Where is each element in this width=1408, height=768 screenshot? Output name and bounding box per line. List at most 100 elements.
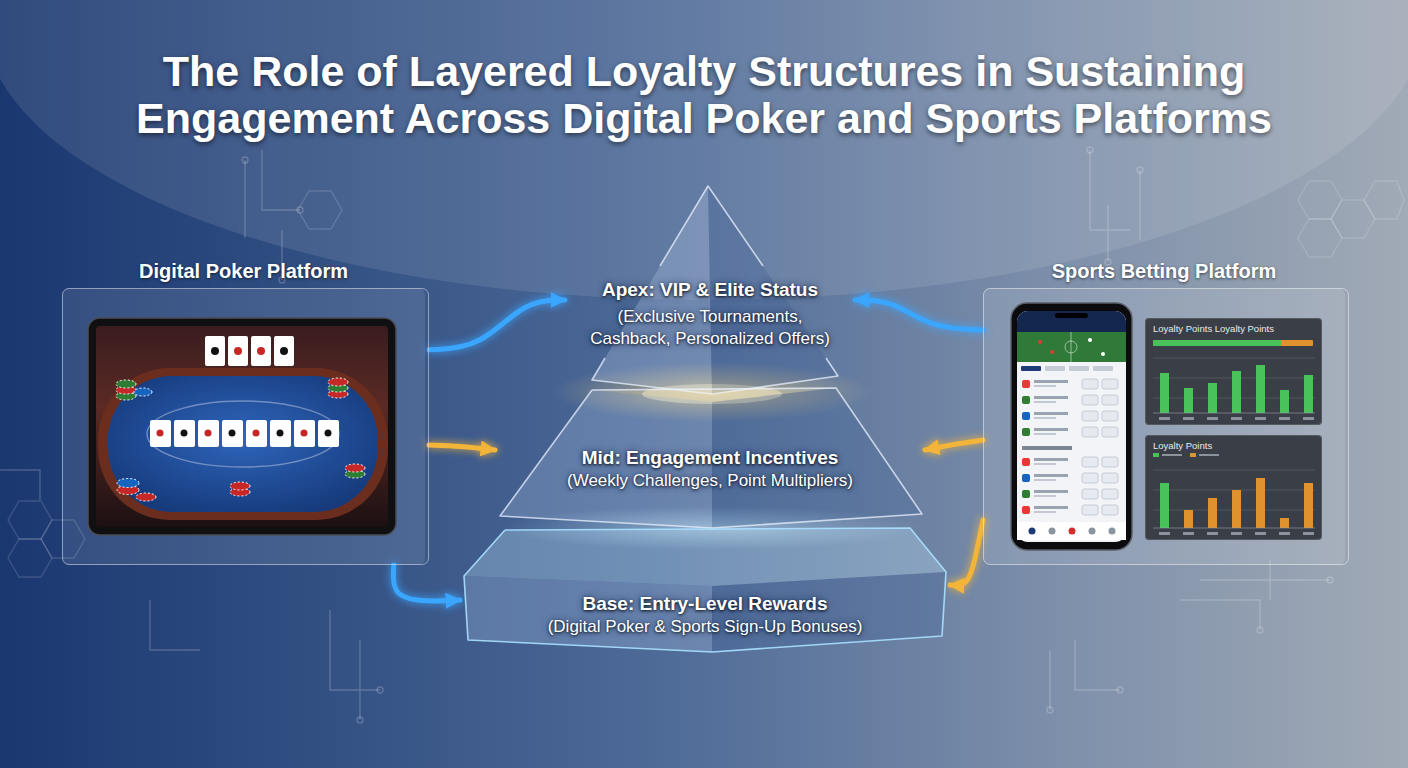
phone-list-row xyxy=(1022,458,1030,466)
panel-heading: Digital Poker Platform xyxy=(62,259,425,283)
flow-arrow xyxy=(429,445,495,450)
phone-illustration xyxy=(1049,528,1056,535)
phone-list-row xyxy=(1082,473,1098,483)
phone-list-row xyxy=(1082,457,1098,467)
playing-card xyxy=(222,420,243,447)
phone-illustration xyxy=(1071,332,1072,362)
poker-tablet xyxy=(98,368,388,520)
phone-illustration xyxy=(1069,366,1089,371)
phone-illustration xyxy=(1055,313,1088,318)
phone-list-row xyxy=(1022,490,1030,498)
hexagon-pattern xyxy=(1298,219,1342,257)
bar-chart xyxy=(1153,453,1159,457)
phone-list-row xyxy=(1034,479,1056,481)
panel-frame xyxy=(62,288,429,565)
playing-card xyxy=(246,420,267,447)
text-slot: Mid: Engagement Incentives xyxy=(535,446,885,469)
bar-chart xyxy=(1279,532,1290,535)
bar-chart xyxy=(1160,373,1169,413)
tier-heading: Mid: Engagement Incentives xyxy=(535,446,885,469)
bar-chart xyxy=(1153,528,1315,529)
bar-chart xyxy=(1159,532,1170,535)
tier-heading: Apex: VIP & Elite Status xyxy=(577,278,843,301)
phone-list-row xyxy=(1082,411,1098,421)
circuit-lines xyxy=(242,157,248,163)
hexagon-pattern xyxy=(1331,200,1375,238)
tier-outline xyxy=(660,186,763,266)
phone-list-row xyxy=(1034,458,1068,461)
flow-arrow xyxy=(393,565,460,601)
phone-list-row xyxy=(1034,506,1068,509)
panel-heading: Sports Betting Platform xyxy=(983,259,1345,283)
phone-list-row xyxy=(1034,474,1068,477)
poker-tablet xyxy=(88,318,396,535)
circuit-lines xyxy=(1047,707,1053,713)
phone-illustration xyxy=(1017,522,1126,540)
phone-list-row xyxy=(1082,505,1098,515)
text-slot: Loyalty Points xyxy=(1153,440,1318,452)
tier-heading: Base: Entry-Level Rewards xyxy=(505,592,905,615)
pyramid-tier: Base: Entry-Level Rewards(Digital Poker … xyxy=(460,524,950,656)
chip-stack xyxy=(328,378,348,386)
poker-tablet xyxy=(96,326,388,527)
circuit-lines xyxy=(357,717,363,723)
chart-card: Loyalty Points xyxy=(1145,435,1322,540)
playing-card xyxy=(280,347,288,355)
phone-list-row xyxy=(1102,427,1118,437)
circuit-lines xyxy=(1117,687,1123,693)
bar-chart xyxy=(1199,454,1219,456)
bar-chart xyxy=(1184,510,1193,528)
playing-card xyxy=(274,336,294,366)
playing-card xyxy=(257,347,265,355)
text-slot: Apex: VIP & Elite Status xyxy=(577,278,843,301)
circuit-lines xyxy=(1090,150,1140,262)
hexagon-pattern xyxy=(298,191,342,229)
playing-card xyxy=(228,336,248,366)
bar-chart xyxy=(1153,453,1219,457)
playing-card xyxy=(205,430,212,437)
phone-list-row xyxy=(1022,506,1030,514)
phone-list-row xyxy=(1034,490,1068,493)
bar-chart xyxy=(1162,454,1182,456)
bar-chart xyxy=(1231,532,1242,535)
chip-stack xyxy=(230,482,250,490)
phone-list-row xyxy=(1034,433,1056,435)
pyramid-tier: Mid: Engagement Incentives(Weekly Challe… xyxy=(495,384,925,532)
bar-chart xyxy=(1184,388,1193,413)
text-slot: (Weekly Challenges, Point Multipliers) xyxy=(515,470,905,492)
panel-ground xyxy=(983,288,1345,565)
bar-chart xyxy=(1145,435,1322,540)
text-slot: Sports Betting Platform xyxy=(983,259,1345,283)
circuit-lines xyxy=(1050,640,1120,710)
phone-list-row xyxy=(1034,385,1056,387)
tier-outline xyxy=(464,528,946,652)
poker-tablet xyxy=(147,401,339,467)
text-slot: (Digital Poker & Sports Sign-Up Bonuses) xyxy=(485,616,925,638)
phone-list-row xyxy=(1102,489,1118,499)
phone-illustration xyxy=(1038,340,1042,344)
chart-card: Loyalty Points Loyalty Points xyxy=(1145,318,1322,425)
hexagon-pattern xyxy=(8,539,52,577)
bar-chart xyxy=(1153,470,1315,471)
chart-title: Loyalty Points xyxy=(1153,440,1318,452)
bar-chart xyxy=(1153,340,1281,346)
phone-illustration xyxy=(1017,311,1126,542)
circuit-lines xyxy=(1087,147,1093,153)
playing-card xyxy=(318,420,339,447)
phone-list-row xyxy=(1022,474,1030,482)
diagram-title: The Role of Layered Loyalty Structures i… xyxy=(34,48,1374,143)
playing-card xyxy=(157,430,164,437)
panel-ground xyxy=(62,288,1345,565)
playing-card xyxy=(181,430,188,437)
phone-list-row xyxy=(1034,417,1056,419)
pyramid-tier: Apex: VIP & Elite Status (Exclusive Tourn… xyxy=(565,182,855,398)
text-slot: (Exclusive Tournaments, Cashback, Person… xyxy=(577,306,843,350)
phone-illustration xyxy=(1069,528,1076,535)
bar-chart xyxy=(1256,478,1265,528)
flow-arrow xyxy=(950,520,983,585)
chip-stack xyxy=(117,479,139,488)
chip-stack xyxy=(116,380,136,388)
bar-chart xyxy=(1190,453,1196,457)
